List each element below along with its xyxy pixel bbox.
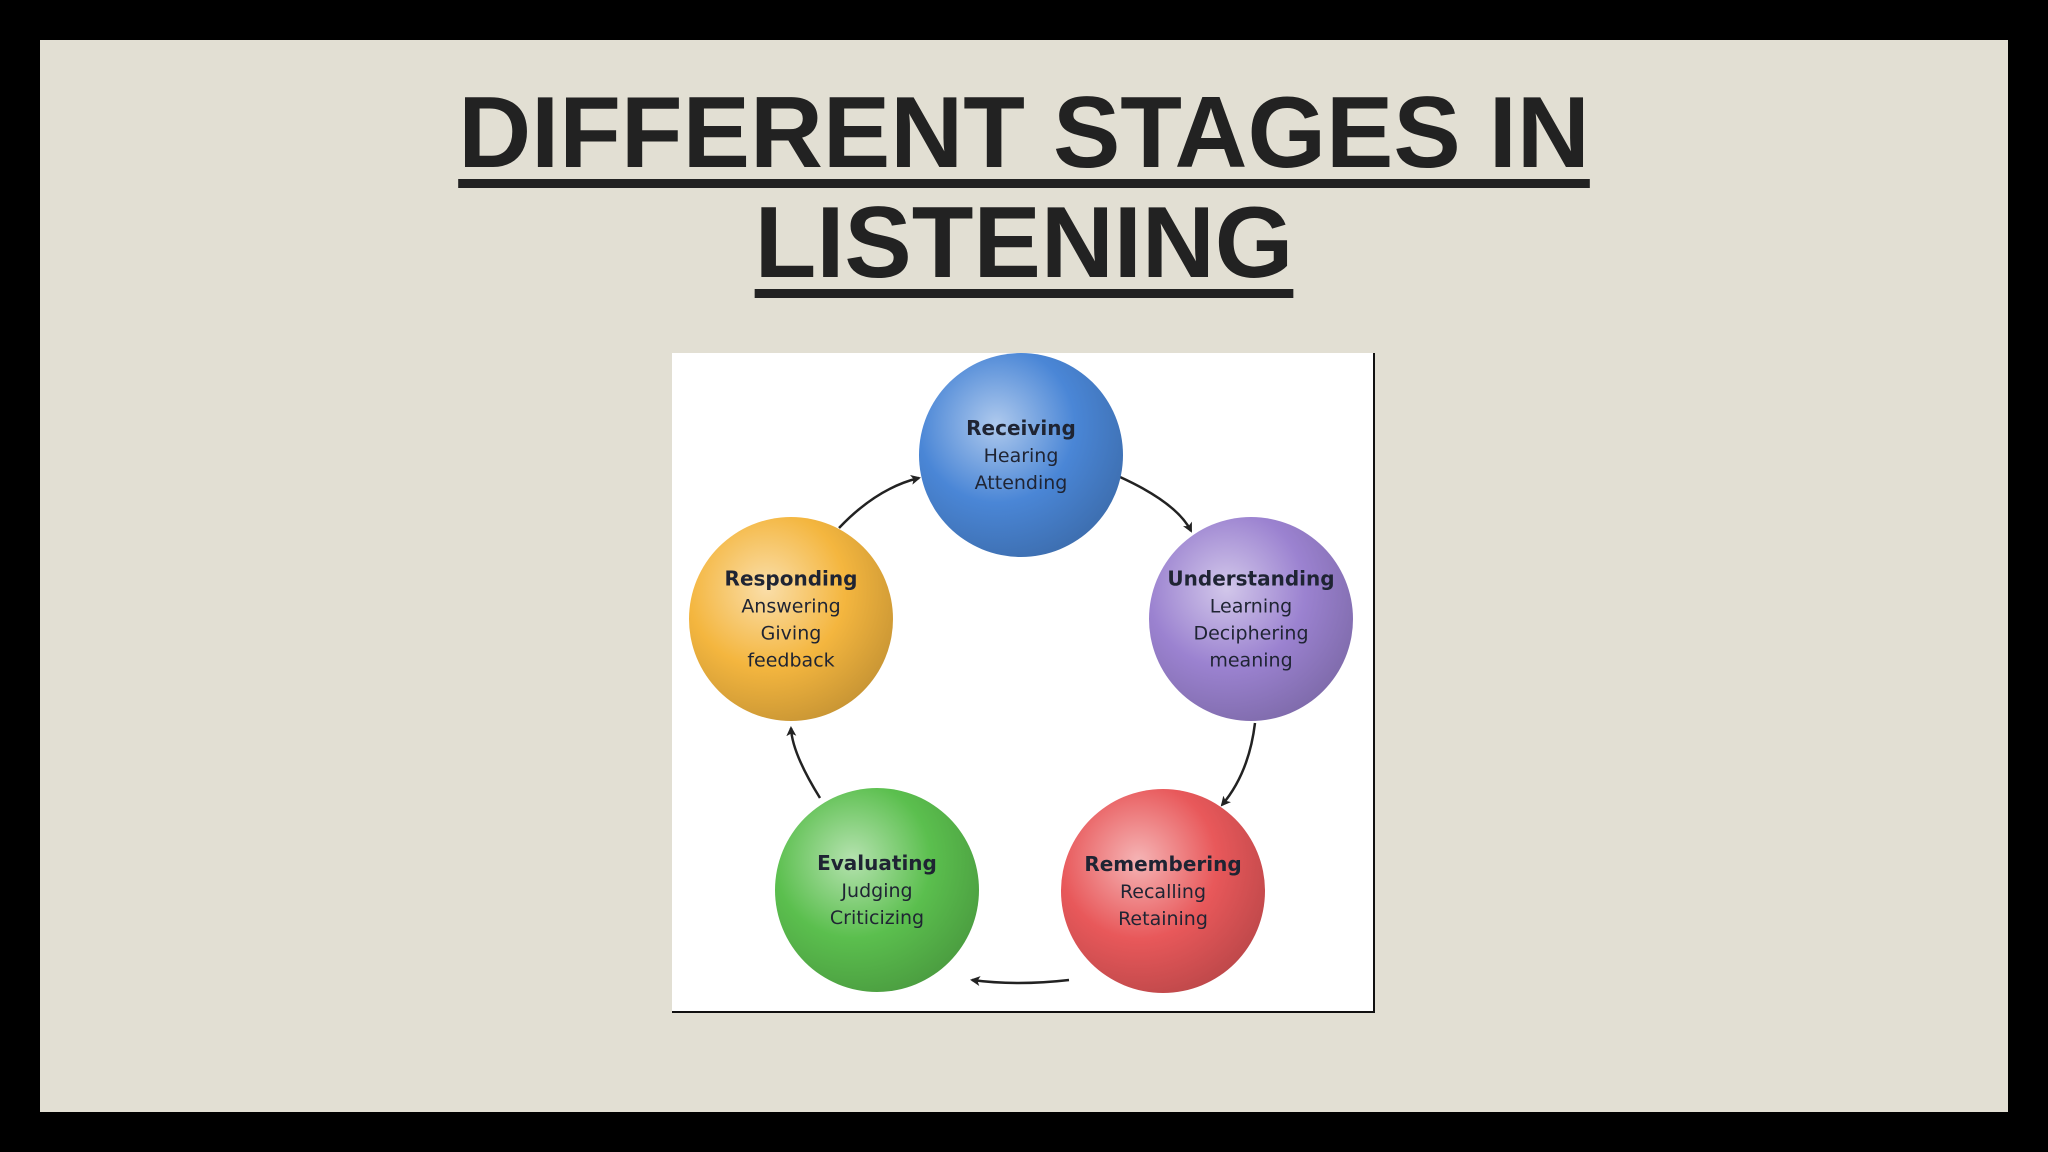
stage-understanding-line-3: meaning	[1209, 650, 1292, 672]
stage-remembering-title: Remembering	[1084, 852, 1241, 876]
cycle-arrow-5	[838, 474, 921, 529]
stage-receiving-line-1: Hearing	[984, 445, 1059, 467]
stage-remembering-line-2: Retaining	[1118, 908, 1208, 930]
stage-responding-title: Responding	[725, 567, 858, 591]
cycle-arrow-1	[1119, 475, 1193, 533]
stage-evaluating-title: Evaluating	[817, 851, 937, 875]
stage-receiving-title: Receiving	[966, 416, 1076, 440]
stage-receiving-line-2: Attending	[975, 472, 1068, 494]
slide-title-line-1: DIFFERENT STAGES IN	[458, 77, 1590, 189]
stage-understanding-circle	[1149, 517, 1353, 721]
slide-title-line-2: LISTENING	[754, 187, 1294, 299]
stage-understanding-line-1: Learning	[1210, 596, 1293, 618]
stage-remembering-line-1: Recalling	[1120, 881, 1206, 903]
stage-evaluating-circle	[775, 788, 979, 992]
slide-title: DIFFERENT STAGES IN LISTENING	[0, 78, 2048, 298]
stage-responding-circle	[689, 517, 893, 721]
stage-circles: ReceivingHearingAttendingUnderstandingLe…	[689, 353, 1353, 993]
cycle-arrow-3	[970, 976, 1070, 987]
stage-responding-line-3: feedback	[747, 650, 834, 672]
stage-receiving-circle	[919, 353, 1123, 557]
stage-evaluating-line-2: Criticizing	[830, 907, 924, 929]
stage-evaluating-line-1: Judging	[840, 880, 912, 902]
stage-understanding-title: Understanding	[1167, 567, 1334, 591]
cycle-arrows	[786, 474, 1257, 987]
stage-understanding-line-2: Deciphering	[1193, 623, 1308, 645]
cycle-arrow-4	[786, 726, 822, 799]
stage-responding-line-1: Answering	[741, 596, 840, 618]
cycle-arrow-2	[1220, 722, 1257, 807]
stage-remembering-circle	[1061, 789, 1265, 993]
stage-responding-line-2: Giving	[761, 623, 822, 645]
cycle-diagram-svg: ReceivingHearingAttendingUnderstandingLe…	[689, 353, 1353, 993]
